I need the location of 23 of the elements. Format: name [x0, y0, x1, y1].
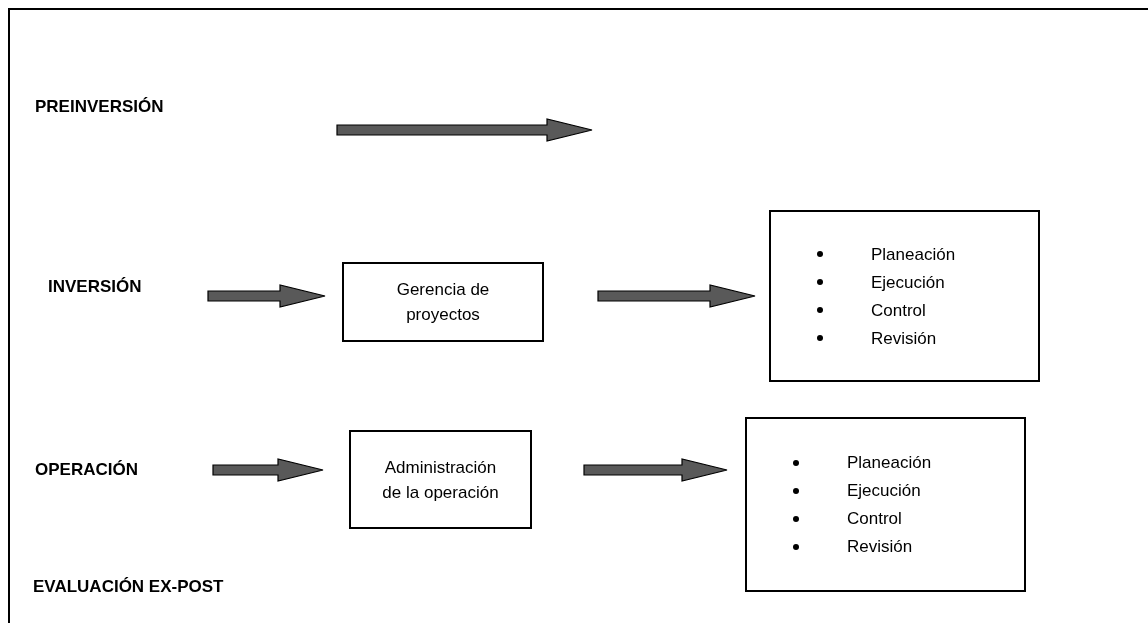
list-item: Revisión — [871, 327, 937, 350]
frame-border — [8, 8, 1148, 623]
phase-label: EVALUACIÓN EX-POST — [33, 576, 224, 598]
block-arrow — [207, 284, 326, 308]
list-item: Planeación — [847, 452, 932, 474]
process-box — [349, 430, 532, 529]
phase-label: OPERACIÓN — [35, 457, 215, 483]
list-item: Planeación — [871, 243, 956, 266]
list-item: Revisión — [847, 536, 913, 558]
list-box — [745, 417, 1026, 592]
block-arrow — [212, 458, 324, 482]
list-item: Control — [871, 299, 926, 322]
phase-label: PREINVERSIÓN — [35, 94, 235, 120]
block-arrow — [597, 284, 756, 308]
phase-label: INVERSIÓN — [48, 274, 206, 308]
box-text: Gerencia de proyectos — [395, 279, 491, 326]
box-text: Administración de la operación — [381, 456, 500, 504]
list-box — [769, 210, 1040, 382]
block-arrow — [583, 458, 728, 482]
list-item: Control — [847, 508, 902, 530]
list-item: Ejecución — [871, 271, 945, 294]
process-box — [342, 262, 544, 342]
list-item: Ejecución — [847, 480, 921, 502]
